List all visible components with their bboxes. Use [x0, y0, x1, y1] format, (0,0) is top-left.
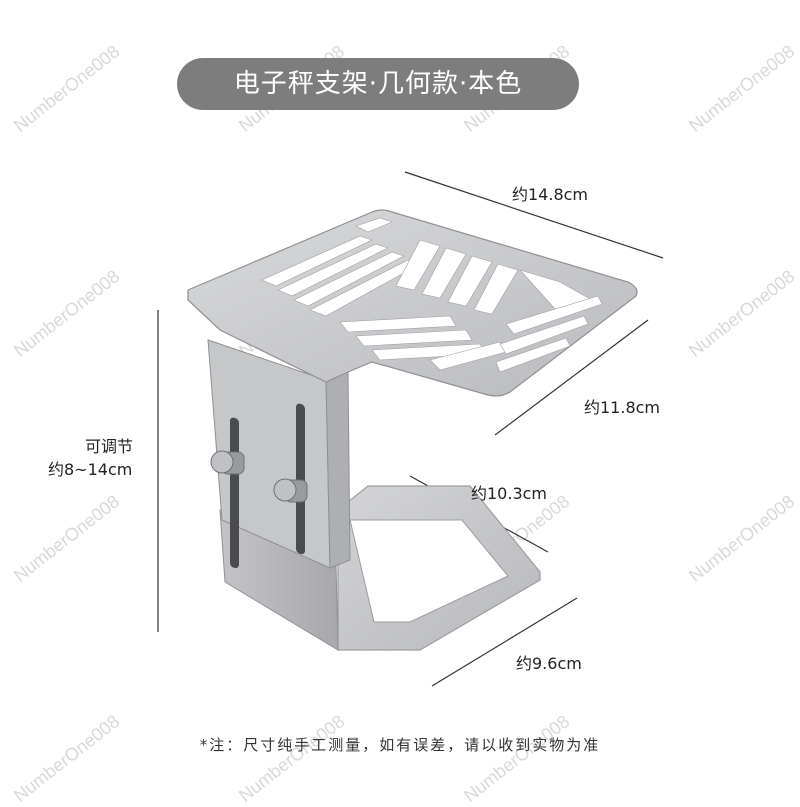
- thumb-screw-left: [210, 450, 245, 475]
- top-grid-pattern: [261, 217, 603, 373]
- product-title: 电子秤支架·几何款·本色: [177, 58, 579, 110]
- dimension-line-base-depth: [431, 597, 578, 687]
- dimension-label-height-caption: 可调节: [85, 437, 134, 456]
- dimension-label-top-depth: 约11.8cm: [584, 398, 661, 417]
- upper-stand-side: [325, 371, 351, 569]
- base-cutout: [349, 519, 509, 623]
- dimension-line-top-depth: [494, 319, 649, 436]
- thumb-screw-right: [273, 478, 308, 503]
- dimension-label-base-depth: 约9.6cm: [516, 654, 582, 673]
- top-platform: [187, 209, 638, 397]
- measurement-note: *注：尺寸纯手工测量，如有误差，请以收到实物为准: [199, 736, 601, 754]
- adjust-slot-right: [296, 403, 305, 555]
- dimension-label-top-width: 约14.8cm: [512, 185, 589, 204]
- dimension-label-base-width: 约10.3cm: [471, 484, 548, 503]
- adjust-slot-left: [230, 417, 239, 569]
- dimension-line-top-width: [404, 171, 664, 259]
- dimension-label-height-value: 约8~14cm: [48, 460, 133, 479]
